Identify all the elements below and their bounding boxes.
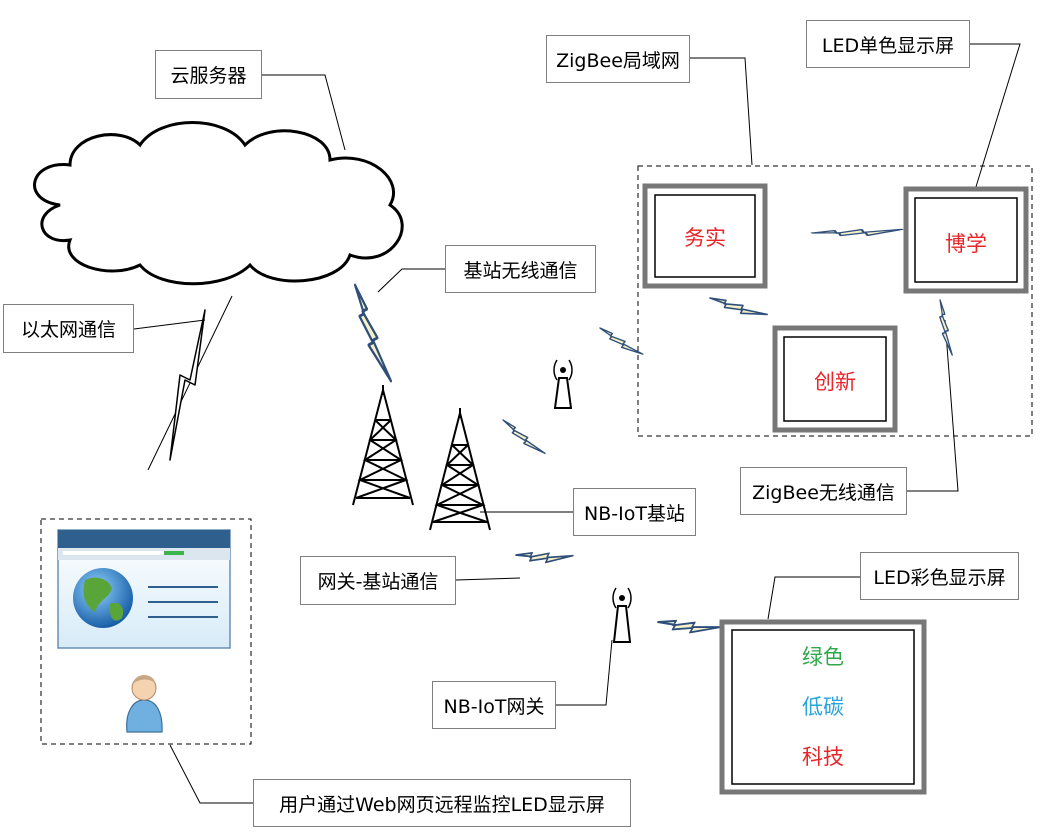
zigbee-lan-label: ZigBee局域网 [546,35,690,83]
nbiot-base-label: NB-IoT基站 [573,488,696,536]
led-color-label: LED彩色显示屏 [860,552,1019,600]
lightning-bolt-icon [502,409,546,465]
lightning-bolt-icon [169,309,206,461]
cloud-server-label: 云服务器 [155,50,262,99]
cloud-icon [33,121,404,286]
color-screen-line: 科技 [802,745,844,769]
base-station-wireless-label: 基站无线通信 [445,245,596,293]
lightning-bolt-icon [810,212,904,250]
globe-icon [73,568,133,628]
base-station-tower-icon [352,385,414,506]
mono-screen-text: 创新 [814,370,856,394]
color-screen-line: 绿色 [802,645,844,669]
zigbee-wireless-label: ZigBee无线通信 [740,467,907,515]
lightning-bolt-icon [599,315,644,367]
mono-screen-text: 博学 [945,232,987,256]
ethernet-label: 以太网通信 [3,304,134,353]
led-mono-label: LED单色显示屏 [806,20,970,68]
color-screen-line: 低碳 [802,695,844,719]
antenna-icon [553,359,573,409]
antenna-icon [612,587,632,643]
lightning-bolt-icon [657,592,722,657]
user-group-boundary [40,518,252,745]
lightning-bolt-icon [515,526,574,585]
zigbee-group-boundary [637,165,1033,437]
user-web-label: 用户通过Web网页远程监控LED显示屏 [253,779,631,827]
mono-screen-text: 务实 [684,226,726,250]
gateway-base-label: 网关-基站通信 [300,556,456,605]
nbiot-gateway-label: NB-IoT网关 [432,681,556,729]
lightning-bolt-icon [930,299,963,356]
base-station-tower-icon [429,408,491,531]
lightning-bolt-icon [353,283,393,383]
user-avatar-icon [126,675,163,733]
